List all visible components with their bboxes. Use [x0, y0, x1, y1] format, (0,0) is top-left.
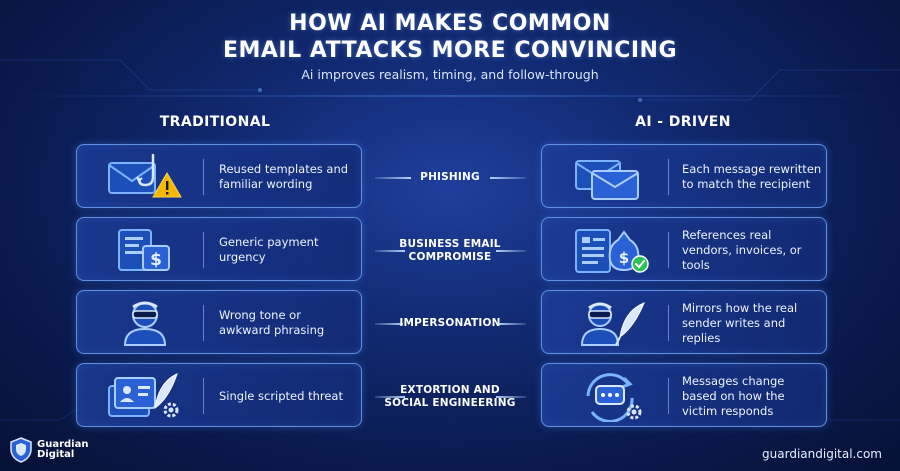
- category-label-extortion-line-2: SOCIAL ENGINEERING: [384, 397, 516, 409]
- ai-card-phishing: Each message rewritten to match the reci…: [541, 144, 827, 208]
- page-title: HOW AI MAKES COMMON EMAIL ATTACKS MORE C…: [0, 10, 900, 64]
- connector-line-right: [496, 250, 526, 252]
- category-label-extortion: EXTORTION AND SOCIAL ENGINEERING: [375, 384, 525, 410]
- invoice-dollar-icon: $: [97, 224, 193, 276]
- traditional-card-phishing: Reused templates and familiar wording: [76, 144, 362, 208]
- footer-url[interactable]: guardiandigital.com: [762, 447, 882, 461]
- traditional-card-extortion: Single scripted threat: [76, 363, 362, 427]
- page-subtitle: Ai improves realism, timing, and follow-…: [301, 67, 599, 82]
- connector-line-left: [375, 250, 405, 252]
- ai-text-bec: References real vendors, invoices, or to…: [682, 227, 802, 272]
- column-header-ai-driven: AI - DRIVEN: [635, 114, 731, 130]
- logo-text-line-2: Digital: [37, 449, 75, 460]
- title-line-1: HOW AI MAKES COMMON: [289, 11, 611, 36]
- card-divider: [203, 159, 204, 195]
- category-label-extortion-line-1: EXTORTION AND: [400, 384, 500, 396]
- traditional-text-impersonation: Wrong tone or awkward phrasing: [219, 308, 325, 337]
- logo-wordmark: Guardian Digital: [37, 440, 88, 460]
- card-divider: [668, 159, 669, 195]
- masked-person-quill-icon: [562, 297, 658, 349]
- ai-text-extortion: Messages change based on how the victim …: [682, 373, 785, 418]
- category-label-impersonation: IMPERSONATION: [399, 317, 501, 329]
- ai-card-impersonation: Mirrors how the real sender writes and r…: [541, 290, 827, 354]
- card-divider: [668, 232, 669, 268]
- ai-card-bec: $ References real vendors, invoices, or …: [541, 217, 827, 281]
- card-divider: [203, 378, 204, 414]
- category-label-bec: BUSINESS EMAIL COMPROMISE: [375, 238, 525, 264]
- connector-line-right: [490, 177, 526, 179]
- ai-text-impersonation: Mirrors how the real sender writes and r…: [682, 300, 798, 345]
- traditional-text-extortion: Single scripted threat: [219, 388, 343, 403]
- ai-card-extortion: Messages change based on how the victim …: [541, 363, 827, 427]
- connector-line-right: [496, 396, 526, 398]
- category-label-bec-line-2: COMPROMISE: [408, 251, 492, 263]
- stacked-envelopes-icon: [562, 151, 658, 203]
- card-divider: [668, 378, 669, 414]
- chat-cycle-gear-icon: [562, 370, 658, 423]
- title-line-2: EMAIL ATTACKS MORE CONVINCING: [222, 38, 678, 63]
- logo-text-line-1: Guardian: [37, 439, 89, 450]
- shield-icon: [10, 437, 32, 463]
- connector-line-left: [375, 323, 403, 325]
- traditional-card-impersonation: Wrong tone or awkward phrasing: [76, 290, 362, 354]
- category-label-bec-line-1: BUSINESS EMAIL: [399, 238, 501, 250]
- traditional-text-phishing: Reused templates and familiar wording: [219, 162, 349, 191]
- card-divider: [203, 232, 204, 268]
- connector-line-left: [375, 177, 411, 179]
- traditional-card-bec: $ Generic payment urgency: [76, 217, 362, 281]
- svg-text:$: $: [619, 249, 629, 267]
- card-divider: [668, 305, 669, 341]
- svg-text:$: $: [150, 250, 162, 270]
- envelope-hook-warning-icon: [97, 151, 193, 203]
- invoice-moneybag-check-icon: $: [562, 224, 658, 276]
- masked-person-icon: [97, 297, 193, 349]
- category-label-phishing: PHISHING: [420, 171, 480, 183]
- column-header-traditional: TRADITIONAL: [159, 114, 271, 130]
- connector-line-left: [375, 396, 405, 398]
- guardian-digital-logo: Guardian Digital: [10, 436, 88, 464]
- traditional-text-bec: Generic payment urgency: [219, 235, 319, 264]
- ai-text-phishing: Each message rewritten to match the reci…: [682, 162, 822, 191]
- profile-quill-gear-icon: [97, 370, 193, 422]
- card-divider: [203, 305, 204, 341]
- connector-line-right: [498, 323, 526, 325]
